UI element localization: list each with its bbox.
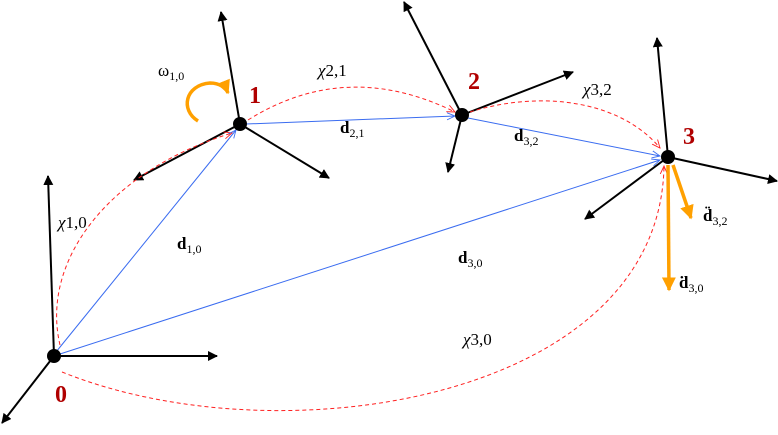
axis-1-left [133,123,241,181]
d-3-2-vector [467,117,660,156]
node-0-dot [47,349,61,363]
d-3-0-label: d3,0 [458,248,482,270]
d-3-2-label: d3,2 [514,126,538,148]
d-dot-3-0-label: ḋ3,0 [679,273,703,295]
frame-origins [47,108,675,363]
d-dot-3-0-vector [661,164,676,292]
node-1-label: 1 [249,83,261,109]
chi-3-2-label: χ3,2 [581,80,612,99]
transform-curves [56,86,664,412]
d-2-1-label: d2,1 [340,118,364,140]
d-2-1-vector [245,116,455,125]
chi-3-2-curve [469,100,660,148]
node-0-label: 0 [55,382,67,408]
chi-2-1-curve [247,86,455,121]
axis-0-up [43,175,55,357]
d-ddot-3-2-label: d̈3,2 [703,206,727,228]
axis-2-right [461,70,574,116]
axis-3-right [667,156,778,184]
d-ddot-3-2-vector [671,164,694,220]
node-1-dot [233,117,247,131]
chi-3-0-curve [61,166,664,412]
frame-axes [1,1,778,424]
chi-1-0-label: χ1,0 [56,213,87,232]
displacement-vectors [55,116,660,355]
omega-1-0-label: ω1,0 [158,61,184,83]
node-3-dot [661,150,675,164]
axis-1-right [239,123,330,179]
node-2-label: 2 [468,69,480,95]
axis-3-left [584,156,669,220]
node-2-dot [455,108,469,122]
d-1-0-vector [55,130,236,353]
axis-3-up [652,37,669,158]
axis-2-down [445,114,463,173]
motion-vectors [185,78,694,292]
chi-2-1-label: χ2,1 [316,61,347,80]
axis-0-down [1,355,55,424]
axis-1-up [217,11,241,125]
rotation-arrow-icon [185,78,230,123]
chi-3-0-label: χ3,0 [461,330,492,349]
chi-1-0-curve [56,133,232,346]
axis-2-up [403,1,463,116]
node-3-label: 3 [683,124,695,150]
d-3-0-vector [59,160,660,355]
d-1-0-label: d1,0 [177,234,201,256]
